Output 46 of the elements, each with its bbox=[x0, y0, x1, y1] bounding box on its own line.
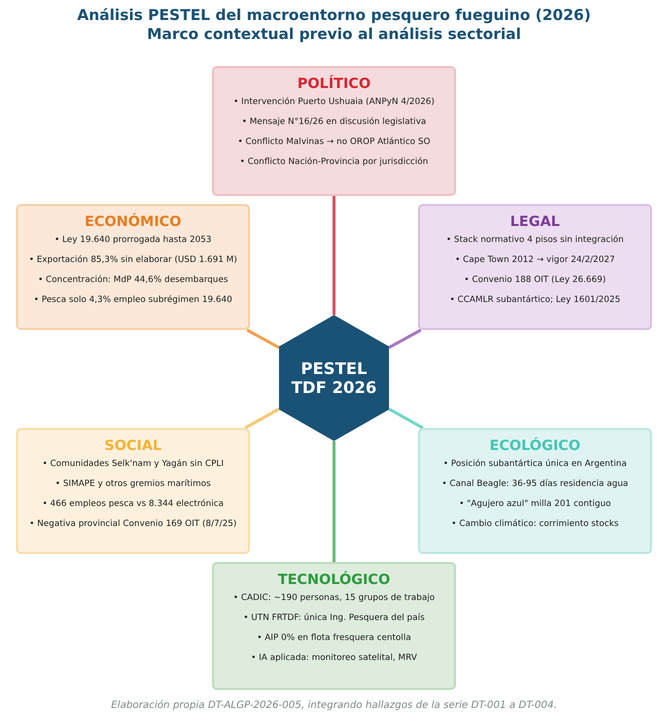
connector-line bbox=[388, 328, 422, 349]
bullet-item: • Cape Town 2012 → vigor 24/2/2027 bbox=[455, 255, 615, 266]
bullet-item: • AIP 0% en flota fresquera centolla bbox=[257, 633, 411, 644]
bullet-item: • Intervención Puerto Ushuaia (ANPyN 4/2026) bbox=[234, 97, 434, 108]
bullet-item: • CADIC: ~190 personas, 15 grupos de trabajo bbox=[233, 593, 435, 604]
factor-heading: ECONÓMICO bbox=[84, 214, 182, 230]
factor-heading: LEGAL bbox=[510, 214, 560, 230]
factor-box bbox=[418, 204, 652, 330]
hexagon-label: PESTEL TDF 2026 bbox=[290, 359, 378, 397]
caption: Elaboración propia DT-ALGP-2026-005, integrando hallazgos de la serie DT-001 a DT-004. bbox=[110, 700, 558, 711]
bullet-item: • UTN FRTDF: única Ing. Pesquera del país bbox=[243, 613, 425, 624]
connector-line bbox=[332, 441, 336, 562]
bullet-item: • Convenio 188 OIT (Ley 26.669) bbox=[464, 275, 606, 286]
factor-box bbox=[212, 66, 456, 196]
factor-heading: SOCIAL bbox=[104, 438, 162, 454]
factor-heading: TECNOLÓGICO bbox=[278, 572, 390, 588]
factor-box bbox=[16, 428, 250, 554]
bullet-item: • Stack normativo 4 pisos sin integración bbox=[446, 235, 624, 246]
bullet-item: • "Agujero azul" milla 201 contiguo bbox=[459, 499, 611, 510]
factor-box bbox=[16, 204, 250, 330]
bullet-item: • Posición subantártica única en Argentina bbox=[443, 459, 627, 470]
bullet-item: • Ley 19.640 prorrogada hasta 2053 bbox=[54, 235, 212, 246]
connector-line bbox=[388, 408, 424, 430]
factor-heading: ECOLÓGICO bbox=[490, 438, 580, 454]
bullet-item: • SIMAPE y otros gremios marítimos bbox=[55, 479, 211, 490]
bullet-item: • Mensaje N°16/26 en discusión legislativa bbox=[242, 117, 426, 128]
bullet-item: • Conflicto Malvinas → no OROP Atlántico SO bbox=[238, 137, 430, 148]
bullet-item: • Concentración: MdP 44,6% desembarques bbox=[38, 275, 228, 286]
bullet-item: • 466 empleos pesca vs 8.344 electrónica bbox=[42, 499, 224, 510]
bullet-item: • Comunidades Selk'nam y Yagán sin CPLI bbox=[42, 459, 224, 470]
connector-line bbox=[246, 328, 280, 349]
bullet-item: • IA aplicada: monitoreo satelital, MRV bbox=[251, 653, 417, 664]
bullet-item: • Canal Beagle: 36-95 días residencia agua bbox=[442, 479, 628, 490]
diagram-title: Análisis PESTEL del macroentorno pesquero fueguino (2026) bbox=[76, 6, 592, 24]
bullet-item: • CCAMLR subantártico; Ley 1601/2025 bbox=[450, 295, 620, 306]
bullet-item: • Pesca solo 4,3% empleo subrégimen 19.640 bbox=[34, 295, 232, 306]
bullet-item: • Exportación 85,3% sin elaborar (USD 1.691 M) bbox=[28, 255, 238, 266]
factor-heading: POLÍTICO bbox=[297, 76, 371, 92]
bullet-item: • Negativa provincial Convenio 169 OIT (8/7/25) bbox=[29, 519, 237, 530]
bullet-item: • Conflicto Nación-Provincia por jurisdicción bbox=[240, 157, 428, 168]
connector-line bbox=[332, 196, 336, 315]
factor-box bbox=[418, 428, 652, 554]
bullet-item: • Cambio climático: corrimiento stocks bbox=[451, 519, 619, 530]
connector-line bbox=[244, 408, 280, 430]
diagram-subtitle: Marco contextual previo al análisis sectorial bbox=[146, 25, 522, 43]
factor-box bbox=[212, 562, 456, 690]
